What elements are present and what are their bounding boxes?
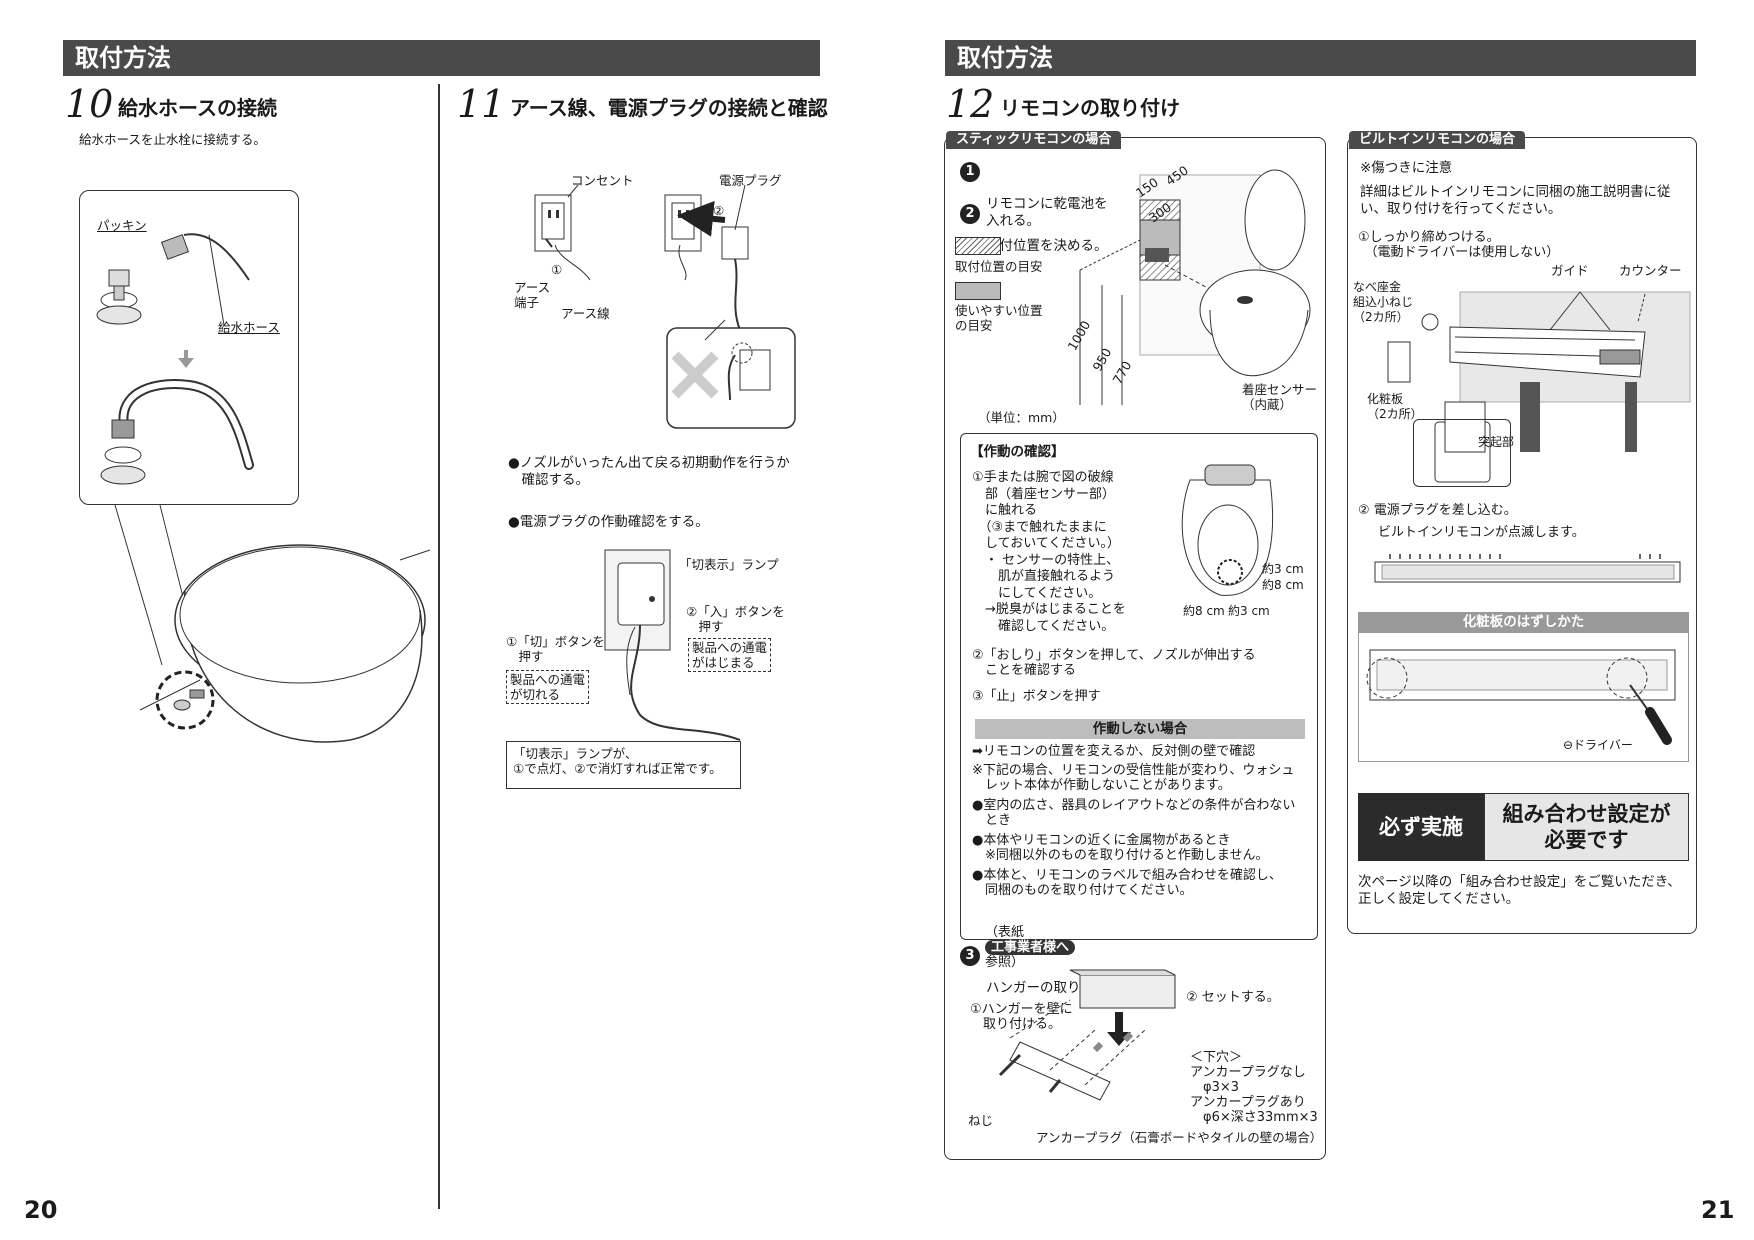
step10-number: 10 [65,82,114,126]
unit-label: （単位：mm） [978,410,1065,425]
left-page-divider [438,84,440,1209]
left-section-header: 取付方法 [63,40,820,76]
removal-bar: 化粧板のはずしかた [1358,612,1689,632]
contractor-pill: 工事業者様へ [985,940,1076,955]
check-step-3: ③「止」ボタンを押す [972,689,1101,704]
cover-reference: （表紙 工事業者様へ 参照） [985,910,1076,970]
check-step-2: ②「おしり」ボタンを押して、ノズルが伸出する ことを確認する [972,648,1256,678]
approx-8cm-b: 約8 cm [1262,578,1304,592]
stick-step-2-text: 取付位置を決める。 [986,238,1108,254]
builtin-detail: 詳細はビルトインリモコンに同梱の施工説明書に従 い、取り付けを行ってください。 [1360,184,1671,217]
step-3-badge: 3 [960,946,980,966]
must-do-label: 必ず実施 [1358,793,1484,861]
cover-ref-pre: （表紙 [985,925,1025,940]
stick-step-1: 1 リモコンに乾電池を 入れる。 [960,162,1108,230]
cover-ref-post: 参照） [985,955,1025,970]
builtin-remote-tab: ビルトインリモコンの場合 [1349,131,1526,149]
step12-title: リモコンの取り付け [1000,96,1180,120]
stick-step-1-text: リモコンに乾電池を 入れる。 [986,196,1108,229]
hanger-illustration [998,969,1176,1101]
hatch-legend-label: 取付位置の目安 [955,259,1043,274]
on-button-label: ②「入」ボタンを 押す [686,604,785,634]
approx-8cm-c: 約8 cm [1183,604,1225,618]
pan-screw-label: なべ座金 組込小ねじ （2カ所） [1353,280,1414,324]
lamp-label: 「切表示」ランプ [679,557,779,572]
remote-position-diagram [1079,169,1311,405]
fail-line-4: ●本体やリモコンの近くに金属物があるとき ※同梱以外のものを取り付けると作動しま… [972,833,1269,863]
pilot-hole-spec: ＜下穴＞ アンカープラグなし φ3×3 アンカープラグあり φ6×深さ33mm×… [1190,1050,1318,1125]
hose-illustration [96,233,254,485]
panel-detail-box [1413,419,1511,487]
outlet-illustration [534,184,796,429]
step10-title: 給水ホースの接続 [118,96,277,120]
blinking-remote-strip [1374,554,1681,583]
must-do-text: 組み合わせ設定が 必要です [1484,793,1689,861]
lamp-note-box: 「切表示」ランプが、 ①で点灯、②で消灯すれば正常です。 [506,741,741,789]
plug-check-illustration [604,549,741,741]
stick-step-2: 2 取付位置を決める。 [960,204,1108,255]
anchor-plug-label: アンカープラグ（石膏ボードやタイルの壁の場合） [1036,1130,1323,1145]
seat-sensor-label: 着座センサー （内蔵） [1242,382,1318,412]
builtin-blink: ビルトインリモコンが点滅します。 [1378,525,1585,540]
step11-title: アース線、電源プラグの接続と確認 [510,96,828,120]
fail-line-1: ➡リモコンの位置を変えるか、反対側の壁で確認 [972,744,1256,759]
outlet-label: コンセント [571,173,634,188]
screwdriver-label: ⊖ドライバー [1563,738,1633,752]
builtin-caution: ※傷つきに注意 [1360,160,1453,176]
counter-label: カウンター [1619,263,1682,278]
plug-label: 電源プラグ [719,173,782,188]
step11-bullet-1: ●ノズルがいったん出て戻る初期動作を行うか 確認する。 [508,455,790,488]
protrusion-label: 突起部 [1478,435,1515,449]
guide-label: ガイド [1551,263,1589,278]
hose-label: 給水ホース [218,320,280,335]
builtin-step-2: ② 電源プラグを差し込む。 [1358,503,1517,518]
plug-circle-2: ② [713,203,725,218]
earth-wire-label: アース線 [561,306,610,321]
step-1-badge: 1 [960,162,980,182]
check-step-1: ①手または腕で図の破線 部（着座センサー部） に触れる （③まで触れたままに し… [972,470,1126,634]
toilet-illustration [139,544,431,743]
fail-line-3: ●室内の広さ、器具のレイアウトなどの条件が合わない とき [972,798,1296,828]
packing-label: パッキン [97,218,147,233]
right-section-header: 取付方法 [945,40,1696,76]
step-2-badge: 2 [960,204,980,224]
off-button-label: ①「切」ボタンを 押す [506,634,605,664]
seat-sensor-illustration [1181,464,1274,596]
step12-number: 12 [946,82,995,126]
gray-legend-label: 使いやすい位置 の目安 [955,303,1043,333]
stick-remote-box [944,137,1326,1160]
step11-bullet-2: ●電源プラグの作動確認をする。 [508,514,709,530]
stick-remote-tab: スティックリモコンの場合 [946,131,1122,149]
stick-step-3-text: ハンガーの取り付け [986,980,1108,996]
removal-frame [1358,632,1689,762]
fail-bar: 作動しない場合 [975,719,1305,739]
power-on-label: 製品への通電 がはじまる [688,638,772,672]
screw-label: ねじ [968,1113,994,1128]
gray-legend-swatch [955,282,1001,300]
hatch-legend-swatch [955,237,1001,255]
power-off-label: 製品への通電 が切れる [506,670,590,704]
hanger-step-1: ①ハンガーを壁に 取り付ける。 [970,1002,1073,1032]
operation-check-box [960,433,1318,940]
fail-line-5: ●本体と、リモコンのラベルで組み合わせを確認し、 同梱のものを取り付けてください… [972,868,1282,898]
removal-illustration [1366,649,1676,745]
step11-number: 11 [457,82,506,126]
hose-detail-box [79,190,299,505]
approx-3cm-a: 約3 cm [1262,562,1304,576]
left-page-number: 20 [24,1196,58,1224]
next-page-note: 次ページ以降の「組み合わせ設定」をご覧いただき、 正しく設定してください。 [1358,874,1681,907]
earth-circle-1: ① [551,262,563,277]
earth-terminal-label: アース 端子 [514,280,551,310]
step10-instruction: 給水ホースを止水栓に接続する。 [79,132,266,147]
builtin-step-1: ①しっかり締めつける。 （電動ドライバーは使用しない） [1358,230,1560,260]
builtin-install-illustration [1387,291,1691,483]
stick-step-3: 3 ハンガーの取り付け [960,946,1108,997]
approx-3cm-d: 約3 cm [1228,604,1270,618]
panel-label: 化粧板 （2カ所） [1367,392,1423,421]
check-title: 【作動の確認】 [970,444,1065,460]
hanger-step-2: ② セットする。 [1186,990,1280,1005]
right-page-number: 21 [1701,1196,1735,1224]
fail-line-2: ※下記の場合、リモコンの受信性能が変わり、ウォシュ レット本体が作動しないことが… [972,763,1295,793]
